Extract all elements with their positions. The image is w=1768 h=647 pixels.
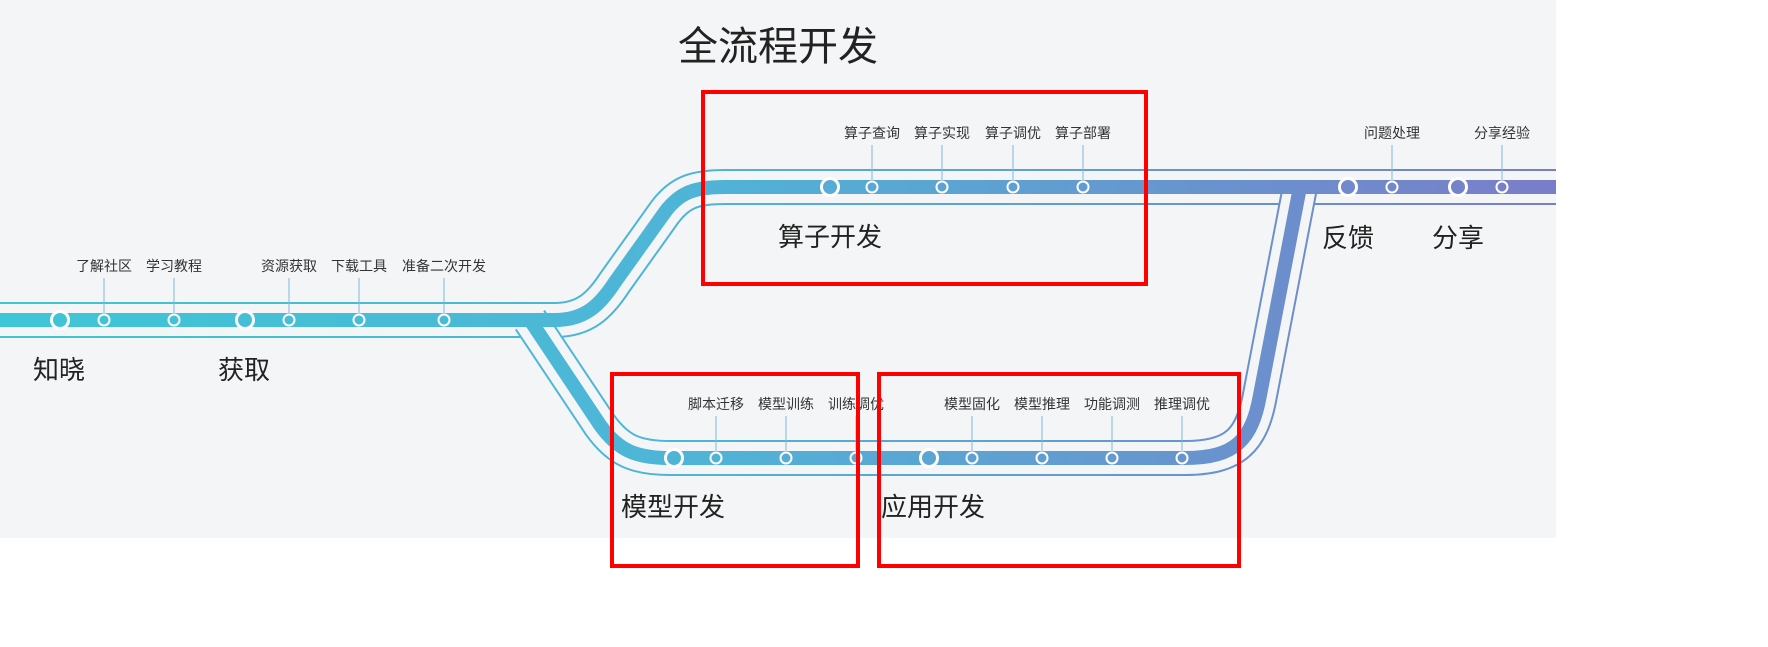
- step-station-icon: [865, 180, 879, 194]
- stage-station-icon: [1338, 177, 1358, 197]
- step-station-icon: [282, 313, 296, 327]
- step-label: 资源获取: [261, 259, 317, 275]
- step-station-icon: [1006, 180, 1020, 194]
- highlight-box-operator-dev: [701, 90, 1148, 286]
- step-label: 准备二次开发: [402, 259, 486, 275]
- step-station-icon: [1105, 451, 1119, 465]
- lower-track-band: [524, 185, 1307, 465]
- step-station-icon: [1035, 451, 1049, 465]
- stage-station-icon: [50, 310, 70, 330]
- step-label: 学习教程: [146, 259, 202, 275]
- step-station-icon: [1076, 180, 1090, 194]
- stage-model-dev: 模型开发: [621, 493, 726, 523]
- stage-station-icon: [820, 177, 840, 197]
- step-label: 算子部署: [1055, 126, 1111, 142]
- step-station-icon: [97, 313, 111, 327]
- stage-operator-dev: 算子开发: [778, 223, 883, 253]
- step-label: 模型训练: [758, 397, 814, 413]
- stage-station-icon: [1448, 177, 1468, 197]
- main-track-band: [0, 180, 1556, 327]
- step-station-icon: [935, 180, 949, 194]
- stage-obtain: 获取: [218, 356, 271, 386]
- step-station-icon: [779, 451, 793, 465]
- step-station-icon: [1385, 180, 1399, 194]
- stage-share: 分享: [1432, 224, 1485, 254]
- stage-know: 知晓: [33, 356, 86, 386]
- step-label: 分享经验: [1474, 126, 1530, 142]
- step-label: 功能调测: [1084, 397, 1140, 413]
- step-station-icon: [352, 313, 366, 327]
- step-station-icon: [437, 313, 451, 327]
- highlight-box-model-dev: [610, 372, 860, 568]
- stage-app-dev: 应用开发: [881, 493, 986, 523]
- stage-feedback: 反馈: [1322, 224, 1375, 254]
- step-label: 问题处理: [1364, 126, 1420, 142]
- step-label: 下载工具: [331, 259, 387, 275]
- step-label: 算子查询: [844, 126, 900, 142]
- step-station-icon: [167, 313, 181, 327]
- stage-station-icon: [235, 310, 255, 330]
- stage-station-icon: [919, 448, 939, 468]
- step-station-icon: [965, 451, 979, 465]
- stage-station-icon: [664, 448, 684, 468]
- step-label: 算子调优: [985, 126, 1041, 142]
- highlight-box-app-dev: [877, 372, 1241, 568]
- step-label: 模型固化: [944, 397, 1000, 413]
- step-station-icon: [709, 451, 723, 465]
- step-label: 脚本迁移: [688, 397, 744, 413]
- step-label: 推理调优: [1154, 397, 1210, 413]
- page-title: 全流程开发: [678, 24, 878, 70]
- step-label: 了解社区: [76, 259, 132, 275]
- step-station-icon: [1175, 451, 1189, 465]
- step-label: 模型推理: [1014, 397, 1070, 413]
- step-label: 算子实现: [914, 126, 970, 142]
- step-station-icon: [1495, 180, 1509, 194]
